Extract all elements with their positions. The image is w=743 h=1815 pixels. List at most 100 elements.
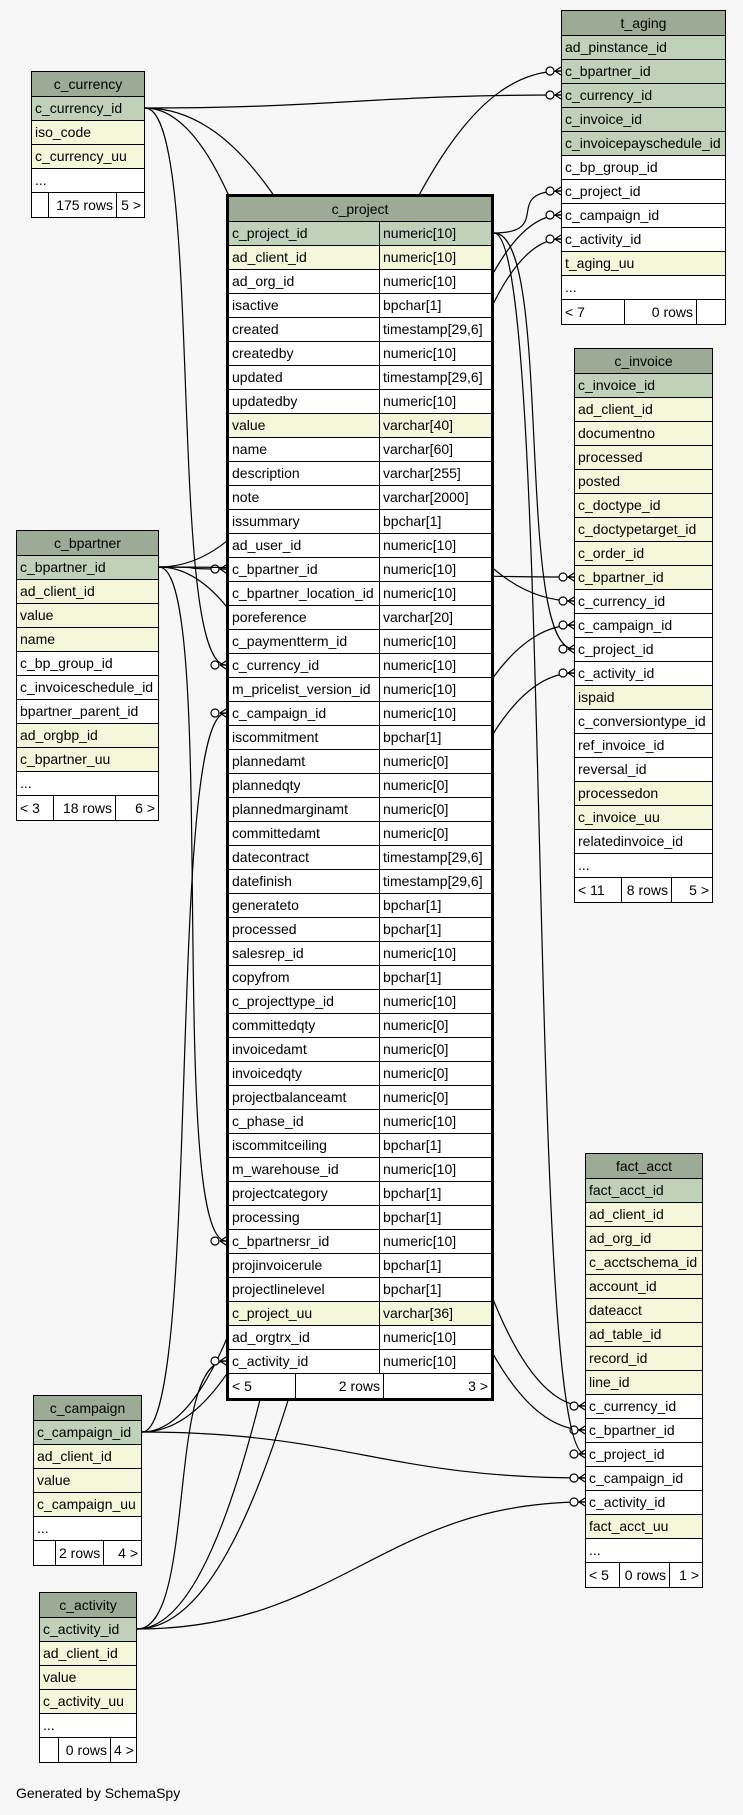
optional-marker-icon (545, 66, 555, 76)
column-type: numeric[10] (379, 342, 491, 365)
optional-marker-icon (210, 708, 220, 718)
footer-parents: < 7 (565, 304, 585, 320)
column-name: ad_org_id (232, 273, 295, 289)
column-type: numeric[10] (379, 1158, 491, 1181)
column-type: bpchar[1] (379, 510, 491, 533)
footer-parents: < 3 (20, 800, 40, 816)
column-name: projectlinelevel (232, 1281, 325, 1297)
column-type: numeric[10] (379, 1350, 491, 1373)
column-type: bpchar[1] (379, 1206, 491, 1229)
table-row: bpartner_parent_id (17, 700, 158, 724)
footer-children: 4 > (103, 1541, 141, 1565)
table-row: t_aging_uu (562, 252, 725, 276)
footer-children (696, 300, 725, 324)
crowfoot-many-icon (219, 1236, 227, 1246)
column-name: ... (43, 1717, 55, 1733)
column-name: c_campaign_id (232, 705, 327, 721)
column-name: c_project_id (565, 183, 641, 199)
column-type: numeric[0] (379, 774, 491, 797)
table-title: c_campaign (34, 1396, 141, 1421)
column-type: numeric[10] (379, 630, 491, 653)
column-name: c_activity_id (565, 231, 642, 247)
column-type: numeric[10] (379, 654, 491, 677)
table-row: ref_invoice_id (575, 734, 712, 758)
table-row: ad_table_id (586, 1323, 702, 1347)
column-name: ad_orgbp_id (20, 727, 98, 743)
table-row: c_campaign_id (586, 1467, 702, 1491)
table-row: c_bpartner_id (586, 1419, 702, 1443)
crowfoot-many-icon (578, 1497, 586, 1507)
column-name: c_campaign_id (565, 207, 660, 223)
optional-marker-icon (210, 660, 220, 670)
column-type: varchar[40] (379, 414, 491, 437)
column-type: bpchar[1] (379, 918, 491, 941)
table-row: c_acctschema_id (586, 1251, 702, 1275)
column-type: varchar[36] (379, 1302, 491, 1325)
table-row: c_bp_group_id (562, 156, 725, 180)
table-row: c_bp_group_id (17, 652, 158, 676)
footer-row-count: 175 rows (48, 193, 116, 217)
column-type: numeric[10] (379, 222, 491, 245)
column-type: numeric[0] (379, 822, 491, 845)
column-name: c_currency_id (589, 1398, 677, 1414)
column-name: c_activity_uu (43, 1693, 124, 1709)
crowfoot-many-icon (578, 1473, 586, 1483)
optional-marker-icon (569, 1497, 579, 1507)
table-row: ad_client_id (17, 580, 158, 604)
table-row: processedon (575, 782, 712, 806)
column-name: iscommitceiling (232, 1137, 327, 1153)
relationship-line (158, 566, 227, 1242)
column-name: dateacct (589, 1302, 642, 1318)
table-row: c_activity_id (40, 1618, 136, 1642)
crowfoot-many-icon (554, 210, 562, 220)
column-name: c_currency_uu (35, 148, 127, 164)
column-type: numeric[0] (379, 1062, 491, 1085)
column-type: varchar[2000] (379, 486, 491, 509)
table-row: c_bpartner_uu (17, 748, 158, 772)
optional-marker-icon (558, 572, 568, 582)
column-name: documentno (578, 425, 656, 441)
column-name: name (232, 441, 268, 457)
column-name: value (20, 607, 54, 623)
footer-children: 6 > (115, 796, 158, 820)
column-name: c_currency_id (578, 593, 666, 609)
crowfoot-many-icon (567, 644, 575, 654)
column-type: numeric[0] (379, 798, 491, 821)
table-row: c_project_id (586, 1443, 702, 1467)
column-type: timestamp[29,6] (379, 870, 491, 893)
table-row: c_currency_id (32, 97, 144, 121)
optional-marker-icon (545, 90, 555, 100)
column-name: committedqty (232, 1017, 316, 1033)
column-type: numeric[10] (379, 1326, 491, 1349)
optional-marker-icon (558, 668, 568, 678)
crowfoot-many-icon (554, 90, 562, 100)
crowfoot-many-icon (567, 596, 575, 606)
column-type: bpchar[1] (379, 726, 491, 749)
column-name: c_conversiontype_id (578, 713, 706, 729)
column-type: varchar[20] (379, 606, 491, 629)
table-row: ad_client_id (575, 398, 712, 422)
column-name: c_projecttype_id (232, 993, 334, 1009)
crowfoot-many-icon (554, 234, 562, 244)
column-name: c_project_id (589, 1446, 665, 1462)
